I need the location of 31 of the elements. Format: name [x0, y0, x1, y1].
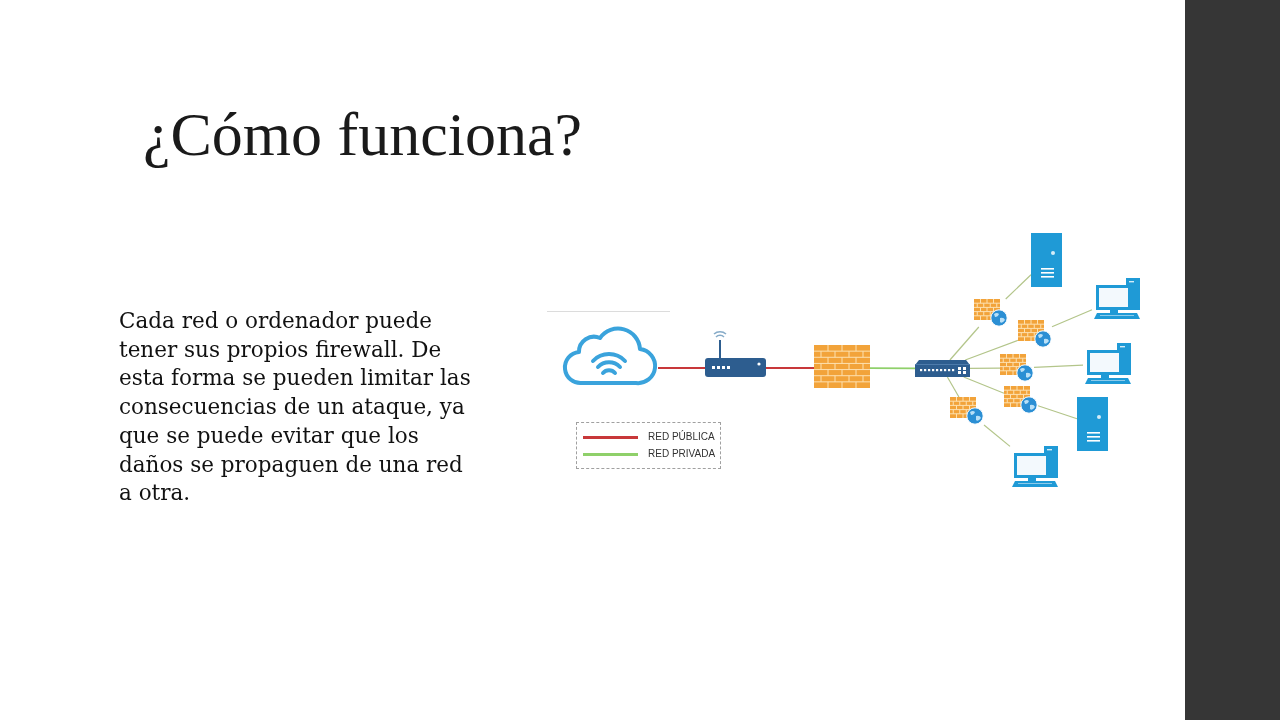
desktop-computer-icon [1010, 446, 1060, 488]
network-link [1033, 364, 1084, 368]
network-link [1037, 405, 1078, 420]
network-link [869, 367, 916, 370]
network-link [983, 424, 1011, 447]
network-link [964, 339, 1019, 361]
desktop-computer-icon [1083, 343, 1133, 385]
router-icon [705, 328, 766, 377]
desktop-computer-icon [1092, 278, 1142, 320]
slide-title: ¿Cómo funciona? [143, 100, 583, 169]
brick-wall-globe-icon [1018, 320, 1052, 348]
network-link [1051, 309, 1093, 328]
brick-wall-globe-icon [1004, 386, 1038, 414]
network-link [657, 367, 706, 369]
brick-wall-icon [814, 345, 870, 388]
cloud-wifi-icon [560, 324, 658, 386]
network-link [1005, 274, 1032, 300]
legend-label: RED PÚBLICA [648, 431, 715, 443]
network-link [949, 326, 980, 361]
server-tower-icon [1031, 233, 1062, 287]
legend-label: RED PRIVADA [648, 448, 716, 460]
network-link [946, 376, 960, 398]
network-link [765, 367, 815, 369]
brick-wall-globe-icon [974, 299, 1008, 327]
network-link [969, 367, 1001, 369]
body-text: Cada red o ordenador puede tener sus propios firewall. De esta forma se pueden limitar las consecuencias de un ataque, ya que se puede evitar que los daños se propaguen de una red a otra. [119, 307, 472, 508]
brick-wall-globe-icon [1000, 354, 1034, 382]
server-tower-icon [1077, 397, 1108, 451]
network-link [963, 376, 1005, 394]
brick-wall-globe-icon [950, 397, 984, 425]
network-switch-icon [915, 360, 970, 377]
